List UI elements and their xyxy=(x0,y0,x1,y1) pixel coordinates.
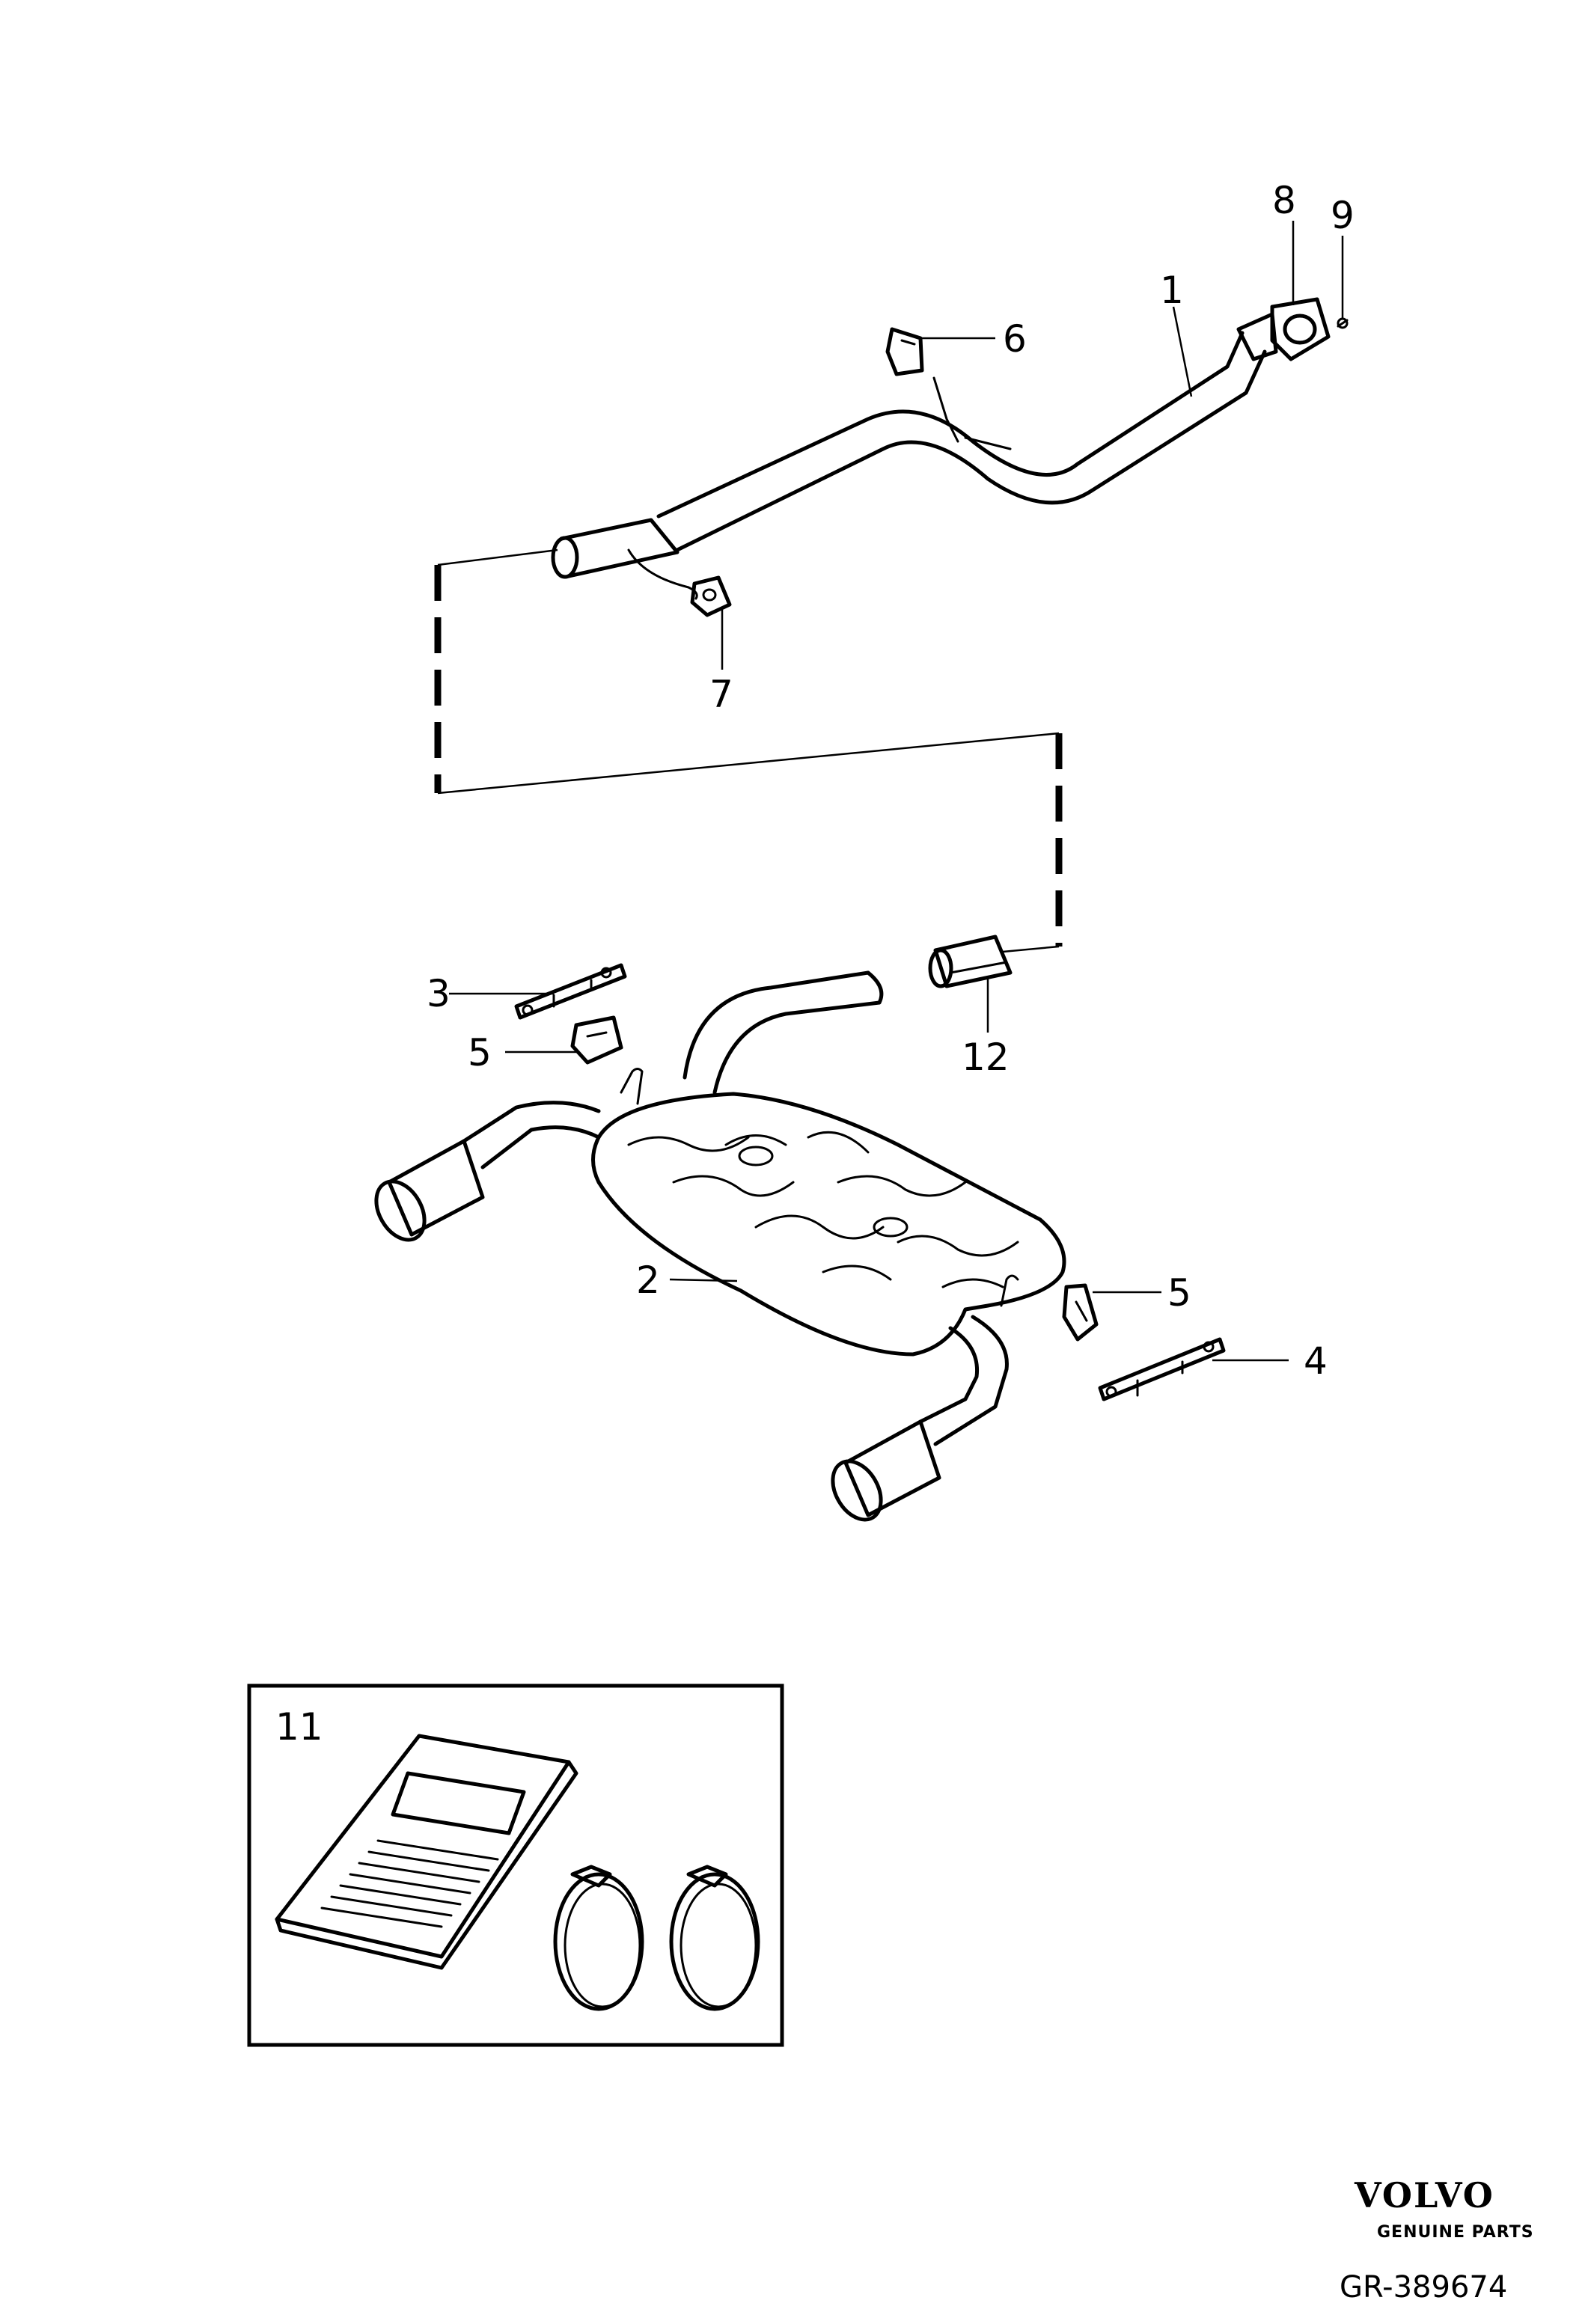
part-1-front-pipe xyxy=(551,331,1267,600)
callout-6: 6 xyxy=(1003,317,1027,361)
callout-8: 8 xyxy=(1272,179,1296,222)
part-11-kit-box: 11 xyxy=(247,1684,784,2047)
part-9-bolt xyxy=(1337,317,1349,329)
part-7-hanger xyxy=(690,575,732,617)
part-12-sleeve xyxy=(928,935,1013,988)
part-2-rear-silencer xyxy=(374,970,1066,1522)
callout-9: 9 xyxy=(1331,194,1355,237)
callout-5-lower: 5 xyxy=(1167,1271,1191,1315)
callout-7: 7 xyxy=(709,673,733,716)
callout-2: 2 xyxy=(636,1259,660,1302)
part-4-bracket xyxy=(1098,1337,1226,1401)
brand-name: VOLVO xyxy=(1354,2175,1494,2216)
part-5-hanger-right xyxy=(1062,1283,1099,1342)
part-5-hanger-left xyxy=(570,1015,623,1065)
callout-11: 11 xyxy=(275,1705,323,1749)
brand-block: VOLVO GENUINE PARTS GR-389674 xyxy=(1340,2175,1534,2305)
callout-4: 4 xyxy=(1304,1339,1328,1383)
part-3-bracket xyxy=(514,963,627,1020)
leader-lines xyxy=(449,221,1344,1362)
part-6-hanger xyxy=(885,327,924,376)
callout-3: 3 xyxy=(427,972,451,1015)
callout-12: 12 xyxy=(962,1036,1010,1079)
callout-5-upper: 5 xyxy=(468,1031,492,1074)
connection-lines xyxy=(434,548,1063,953)
callout-numbers: 1 2 3 4 5 5 6 7 8 9 12 xyxy=(427,179,1355,1383)
diagram-reference: GR-389674 xyxy=(1340,2270,1507,2305)
brand-tagline: GENUINE PARTS xyxy=(1377,2223,1534,2242)
callout-1: 1 xyxy=(1160,269,1184,312)
part-8-flange-gasket xyxy=(1236,297,1331,361)
